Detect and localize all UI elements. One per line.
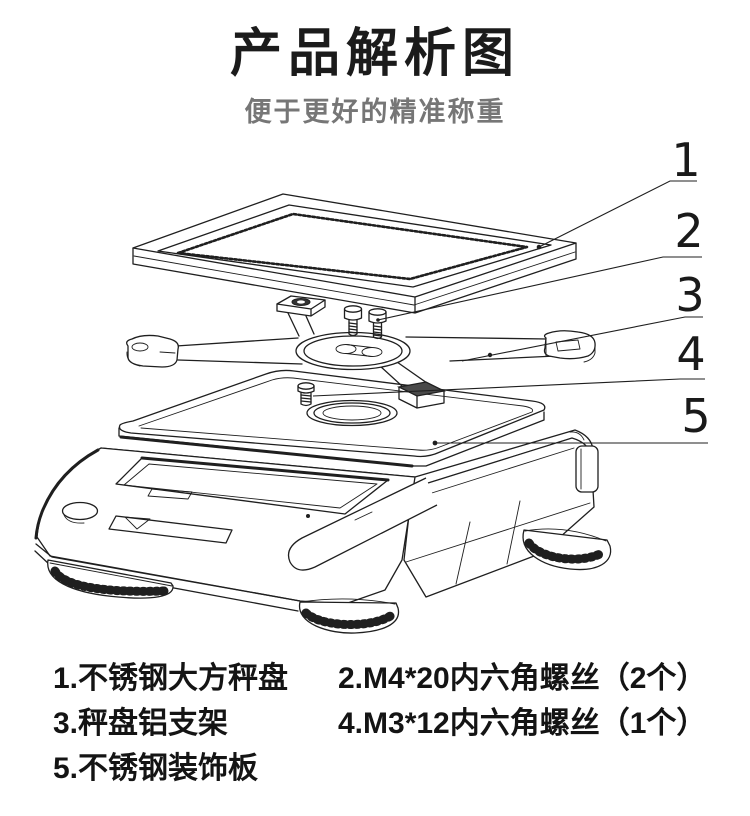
right-side-tab [575,445,599,493]
callout-number-4: 4 [676,327,705,381]
callout-number-1: 1 [671,133,700,187]
callout-number-2: 2 [674,204,703,258]
leader-line-4 [312,378,705,397]
pan-rim-stipple [176,212,529,281]
hex-screws-drawing [343,305,387,340]
callout-number-3: 3 [675,268,704,322]
right-foot [522,528,612,571]
leader-line-1 [538,180,697,248]
weighing-pan-drawing [132,193,577,314]
front-left-corner-edge [34,448,100,540]
bracket-pillar-pad [276,295,326,337]
display-button [147,488,193,500]
page-subtitle: 便于更好的精准称重 [244,96,506,127]
hex-screw-right [368,308,387,340]
plate-center-hole [306,399,398,427]
panel-dot [306,514,310,518]
bracket-right-lobe [543,330,596,360]
leader-line-2 [377,256,702,321]
bracket-foot-block [396,381,447,409]
small-screw-drawing [297,382,315,407]
page-title: 产品解析图 [229,25,520,83]
legend-item-4: 4.M3*12内六角螺丝（1个） [338,707,707,740]
center-foot [299,598,400,634]
legend-column-right: 2.M4*20内六角螺丝（2个） 4.M3*12内六角螺丝（1个） [338,656,706,746]
legend-column-left: 1.不锈钢大方秤盘 3.秤盘铝支架 5.不锈钢装饰板 [53,656,288,791]
bumper-ridge [287,477,438,571]
scale-body-drawing [34,429,612,634]
level-bubble [61,501,99,524]
legend-item-2: 2.M4*20内六角螺丝（2个） [338,662,707,695]
callout-number-5: 5 [681,389,710,443]
bracket-drawing [126,295,596,409]
hex-screw-left [343,305,363,337]
bracket-left-lobe [126,334,179,368]
legend-item-1: 1.不锈钢大方秤盘 [53,662,289,695]
left-foot [47,559,174,599]
legend-item-5: 5.不锈钢装饰板 [53,752,259,785]
bracket-center-circle [295,331,411,371]
front-lower-strip [108,515,233,544]
header: 产品解析图 便于更好的精准称重 [0,0,750,129]
callout-leader-lines [312,180,708,446]
display-recess [115,456,390,515]
right-side-panel [403,437,595,598]
leader-line-3 [461,316,703,362]
callout-numbers: 1 2 3 4 5 [671,133,710,443]
legend-item-3: 3.秤盘铝支架 [53,707,229,740]
